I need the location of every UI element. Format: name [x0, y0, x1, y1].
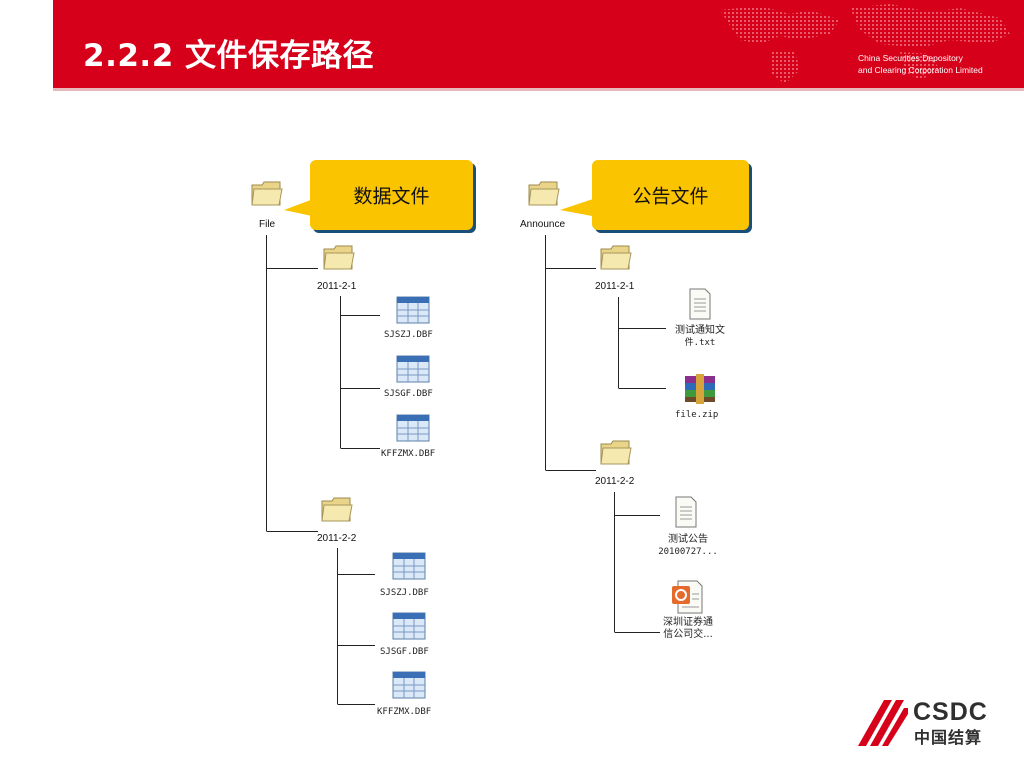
folder-label-2011-2-1: 2011-2-1 — [317, 281, 357, 292]
file-label: SJSGF.DBF — [384, 389, 433, 399]
folder-label-2011-2-2: 2011-2-2 — [317, 533, 357, 544]
zip-archive-icon[interactable] — [682, 374, 718, 404]
file-label: file.zip — [675, 410, 719, 420]
callout-text: 公告文件 — [632, 185, 709, 208]
folder-label-root: Announce — [520, 219, 566, 230]
dbf-file-icon[interactable] — [396, 296, 430, 324]
text-file-icon[interactable] — [674, 496, 698, 528]
file-label: SJSGF.DBF — [380, 647, 429, 657]
folder-icon[interactable] — [599, 242, 633, 272]
caption-line: 深圳证券通 — [663, 617, 713, 628]
folder-label-root: File — [259, 219, 276, 230]
corp-line-2: and Clearing Corporation Limited — [858, 65, 983, 75]
corporation-name: China Securities Depository and Clearing… — [858, 52, 983, 76]
powerpoint-file-icon[interactable] — [670, 580, 704, 614]
file-caption: 测试通知文 件.txt — [652, 325, 748, 349]
file-label: KFFZMX.DBF — [381, 449, 436, 459]
callout-text: 数据文件 — [353, 185, 430, 208]
caption-line: 件.txt — [684, 338, 716, 348]
text-file-icon[interactable] — [688, 288, 712, 320]
dbf-file-icon[interactable] — [396, 414, 430, 442]
caption-line: 20100727... — [658, 547, 718, 557]
header-shadow — [53, 88, 1024, 91]
file-caption: 深圳证券通 信公司交... — [634, 617, 742, 641]
file-label: SJSZJ.DBF — [380, 588, 429, 598]
dbf-file-icon[interactable] — [392, 552, 426, 580]
dbf-file-icon[interactable] — [392, 612, 426, 640]
page-title: 2.2.2 文件保存路径 — [83, 38, 375, 74]
callout-pointer — [284, 198, 316, 216]
dbf-file-icon[interactable] — [392, 671, 426, 699]
logo-text-cn: 中国结算 — [914, 728, 983, 747]
world-map-texture — [720, 4, 1010, 84]
folder-icon[interactable] — [250, 178, 284, 208]
folder-icon[interactable] — [599, 437, 633, 467]
slide-header: 2.2.2 文件保存路径 China Securities Depository… — [0, 0, 1024, 91]
callout-data-files: 数据文件 — [310, 160, 473, 230]
caption-line: 测试通知文 — [675, 325, 725, 336]
folder-label-2011-2-1: 2011-2-1 — [595, 281, 635, 292]
dbf-file-icon[interactable] — [396, 355, 430, 383]
folder-icon[interactable] — [320, 494, 354, 524]
caption-line: 测试公告 — [668, 534, 708, 545]
folder-icon[interactable] — [527, 178, 561, 208]
caption-line: 信公司交... — [663, 629, 713, 640]
callout-announce-files: 公告文件 — [592, 160, 749, 230]
file-label: KFFZMX.DBF — [377, 707, 432, 717]
folder-icon[interactable] — [322, 242, 356, 272]
corp-line-1: China Securities Depository — [858, 53, 963, 63]
csdc-logo-mark — [858, 700, 908, 746]
file-label: SJSZJ.DBF — [384, 330, 433, 340]
file-caption: 测试公告 20100727... — [640, 534, 736, 558]
folder-label-2011-2-2: 2011-2-2 — [595, 476, 635, 487]
logo-text-en: CSDC — [913, 698, 988, 726]
callout-pointer — [560, 198, 596, 216]
